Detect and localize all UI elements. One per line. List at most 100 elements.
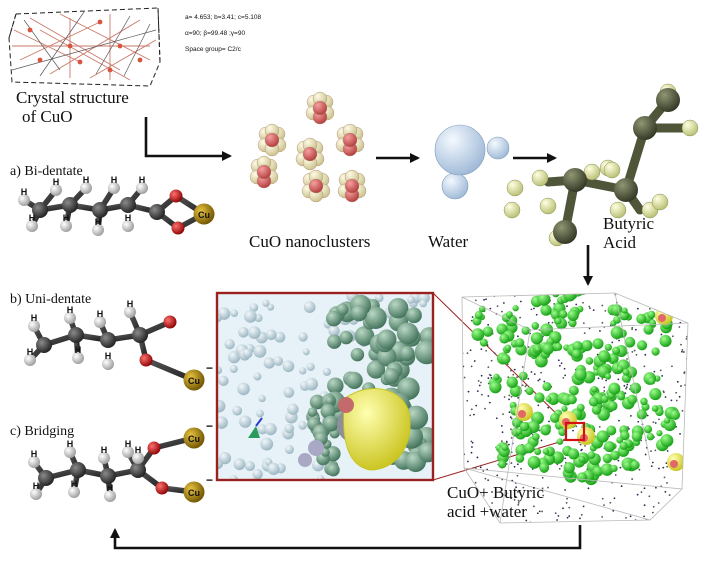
butyric-acid-sphere <box>568 385 579 396</box>
water-dot <box>628 427 630 430</box>
butyric-acid-sphere <box>511 417 523 428</box>
butyric-acid-sphere <box>414 340 433 365</box>
solvent-sphere <box>237 382 250 396</box>
water-dot <box>582 301 584 304</box>
water-dot <box>537 379 540 382</box>
water-dot <box>653 370 656 373</box>
butyric-acid-sphere <box>621 307 628 314</box>
water-dot <box>651 461 654 464</box>
butyric-acid-sphere <box>489 380 502 394</box>
water-dot <box>664 490 667 493</box>
butyric-acid-sphere <box>669 409 681 421</box>
hydrogen-atom <box>136 182 148 194</box>
water-dot <box>543 380 546 383</box>
water-dot <box>540 371 543 374</box>
water-dot <box>631 351 634 353</box>
butyric-acid-sphere <box>607 401 618 411</box>
copper-label: Cu <box>188 376 200 386</box>
water-dot <box>560 465 563 467</box>
water-dot <box>601 378 604 380</box>
water-dot <box>488 401 491 404</box>
butyric-acid-sphere <box>649 388 662 401</box>
carbon-atom <box>132 327 148 343</box>
water-dot <box>671 518 674 521</box>
butyric-acid-sphere <box>613 315 621 324</box>
hydrogen-label: H <box>27 347 34 357</box>
butyric-acid-sphere <box>523 442 535 454</box>
hydrogen-atom <box>98 452 110 464</box>
water-dot <box>657 302 660 305</box>
solvent-sphere <box>267 462 280 476</box>
butyric-acid-sphere <box>518 371 528 381</box>
solvent-sphere <box>230 309 239 317</box>
butyric-acid-sphere <box>622 460 633 471</box>
butyric-acid-label-1: Butyric <box>603 214 654 233</box>
water-dot <box>657 502 660 504</box>
water-dot <box>522 486 525 489</box>
butyric-acid-sphere <box>499 333 510 344</box>
butyric-acid-sphere <box>534 448 542 456</box>
water-dot <box>618 339 620 342</box>
cuo-cluster-core <box>670 460 678 468</box>
butyric-acid-sphere <box>622 368 630 376</box>
butyric-acid-sphere <box>545 396 552 403</box>
butyric-acid-sphere <box>530 332 544 345</box>
hydrogen-label: H <box>127 299 134 309</box>
crystal-structure-label-2: of CuO <box>22 107 73 126</box>
hydrogen-atom <box>68 486 80 498</box>
water-dot <box>684 462 686 465</box>
butyric-acid-sphere <box>567 278 576 287</box>
water-dot <box>510 497 513 500</box>
butyric-acid-sphere <box>539 462 550 473</box>
solvent-sphere <box>273 356 284 366</box>
copper-atom <box>183 427 205 449</box>
water-dot <box>614 474 617 476</box>
water-dot <box>480 381 482 384</box>
butyric-acid-sphere <box>339 330 353 345</box>
water-dot <box>469 414 472 417</box>
hydrogen-label: H <box>83 175 90 185</box>
carbon-atom <box>62 197 78 213</box>
cuo-nanocluster <box>249 155 279 189</box>
butyric-acid-sphere <box>327 334 342 349</box>
solvent-sphere <box>217 416 228 429</box>
butyric-acid-sphere <box>606 425 617 436</box>
butyric-acid-sphere <box>617 392 626 401</box>
butyric-acid-sphere <box>568 448 580 460</box>
hydrogen-atom <box>18 194 30 206</box>
hydrogen-atom <box>603 161 621 179</box>
oxygen-atom <box>155 481 169 495</box>
hydrogen-label: H <box>139 175 146 185</box>
water-dot <box>510 417 513 420</box>
water-dot <box>547 486 549 489</box>
butyric-acid-sphere <box>354 326 375 346</box>
butyric-acid-sphere <box>479 338 488 347</box>
water-dot <box>515 486 518 489</box>
water-dot <box>614 521 617 523</box>
water-dot <box>601 516 604 518</box>
water-dot <box>527 377 530 380</box>
water-dot <box>575 425 578 428</box>
butyric-acid-sphere <box>542 343 554 355</box>
solvent-sphere <box>248 326 261 339</box>
butyric-acid-sphere <box>558 428 567 436</box>
butyric-acid-sphere <box>538 281 549 292</box>
water-dot <box>485 298 487 301</box>
solvent-sphere <box>282 360 295 373</box>
solvent-sphere <box>253 372 262 381</box>
water-dot <box>572 429 574 432</box>
water-dot <box>475 404 478 407</box>
water-dot <box>640 491 643 493</box>
water-dot <box>467 390 470 393</box>
water-dot <box>471 441 474 444</box>
butyric-acid-sphere <box>592 338 604 350</box>
water-dot <box>525 384 528 387</box>
water-dot <box>495 417 498 420</box>
solvent-sphere <box>265 329 277 341</box>
water-dot <box>598 425 601 428</box>
hydrogen-label: H <box>111 175 118 185</box>
butyric-acid-sphere <box>660 434 674 448</box>
water-dot <box>562 376 565 379</box>
hydrogen-label: H <box>105 351 112 361</box>
water-dot <box>609 501 612 504</box>
